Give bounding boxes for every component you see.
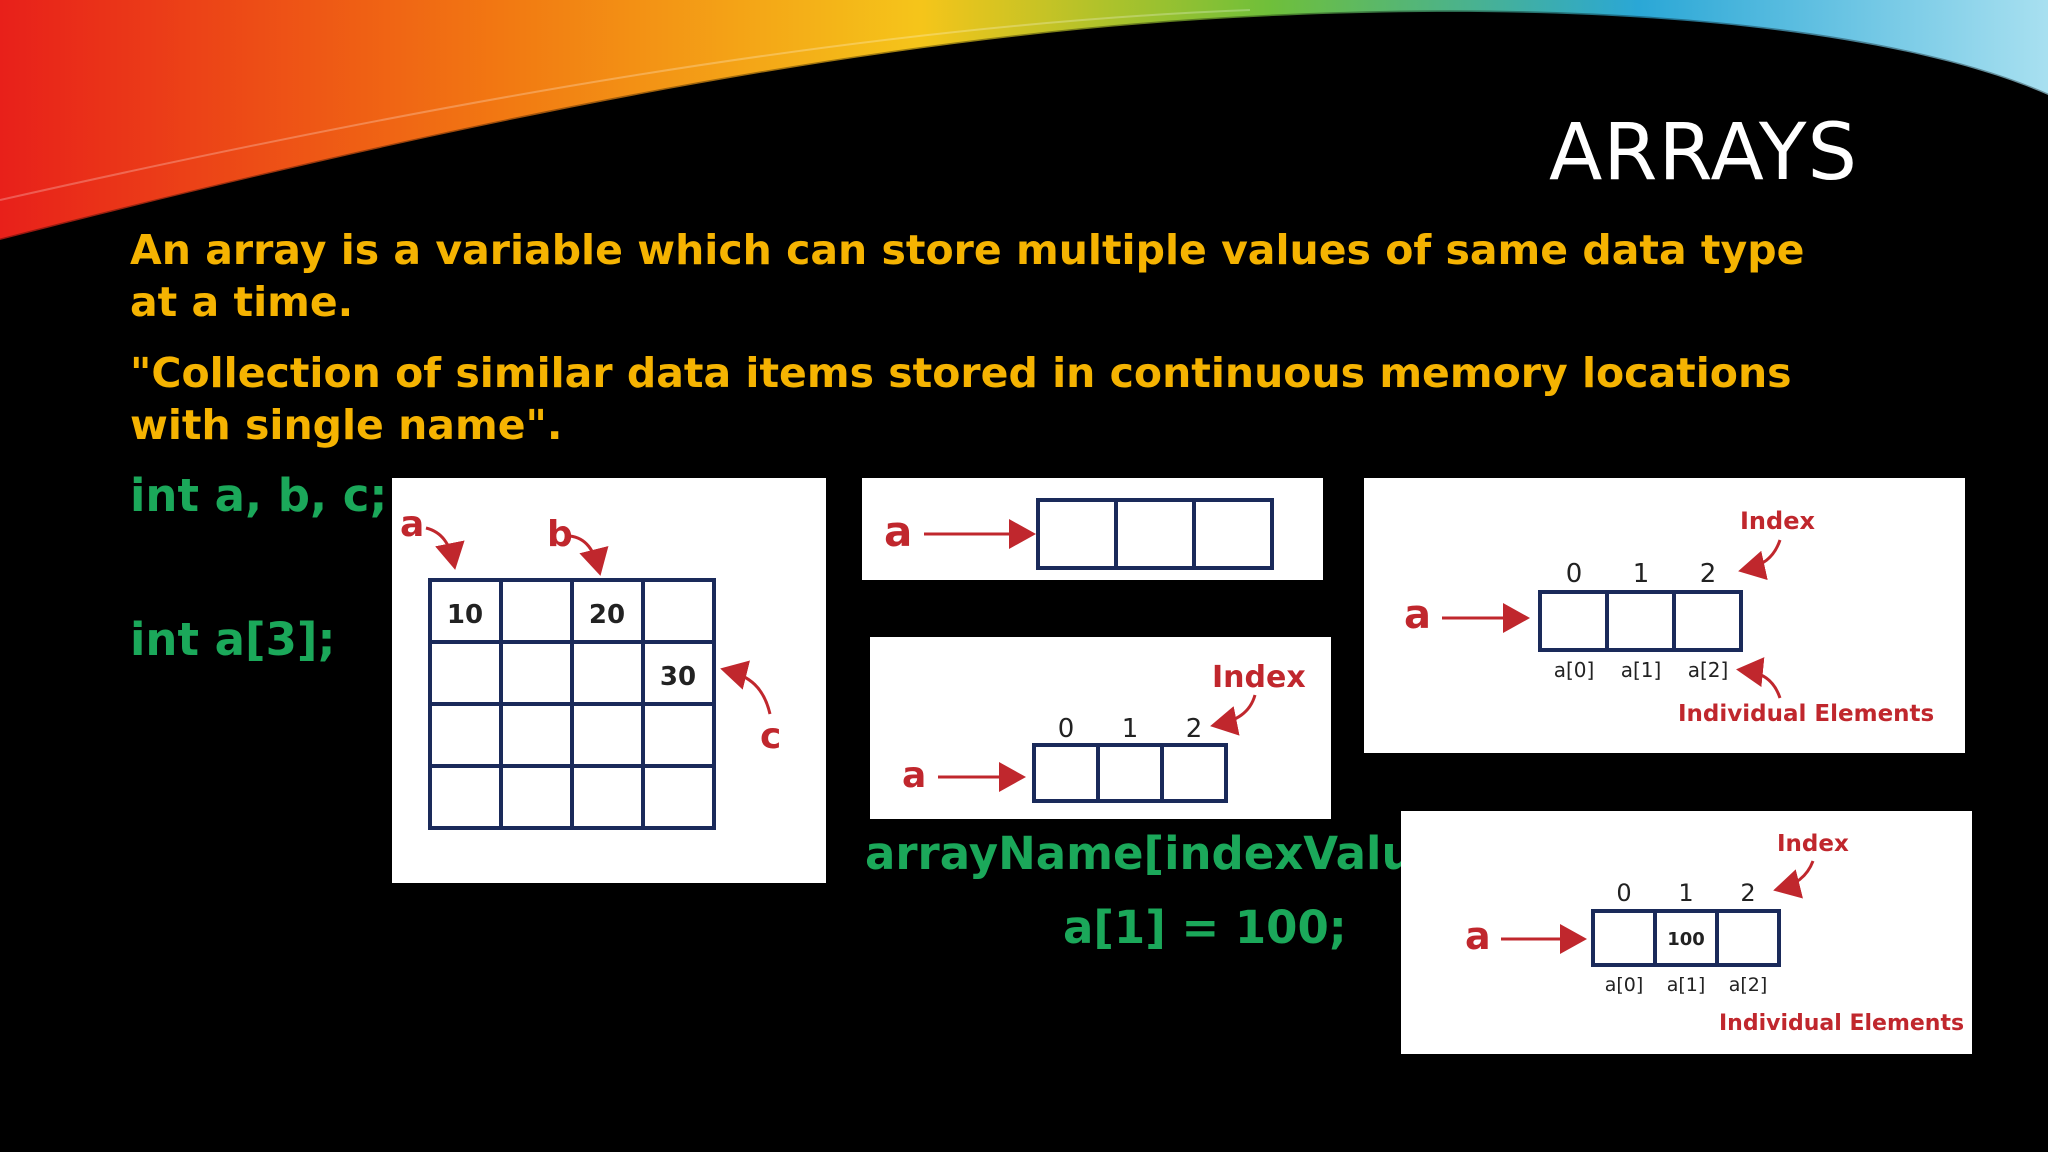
arrow-icon <box>1773 860 1815 899</box>
element-1: a[1] <box>1621 658 1662 682</box>
var-label: a <box>884 507 912 556</box>
definition-text: An array is a variable which can store m… <box>130 226 1805 326</box>
rainbow-swoosh-decoration <box>0 0 2048 242</box>
label-a: a <box>400 504 424 545</box>
element-0: a[0] <box>1554 658 1595 682</box>
cell-b-value: 20 <box>589 600 625 630</box>
index-1: 1 <box>1633 559 1650 589</box>
quote-text: "Collection of similar data items stored… <box>130 349 1792 449</box>
index-0: 0 <box>1616 879 1631 907</box>
value-array-diagram: Index 0 1 2 a 100 a[0] a[1] a[2] Individ… <box>1465 831 1964 1036</box>
assignment-text: a[1] = 100; <box>1063 901 1347 954</box>
element-1: a[1] <box>1667 974 1706 996</box>
value-1: 100 <box>1667 929 1705 950</box>
index-label: Index <box>1777 831 1849 857</box>
index-label: Index <box>1212 660 1306 695</box>
arrow-icon <box>569 534 609 576</box>
index-label: Index <box>1740 507 1815 535</box>
index-array-diagram: Index 0 1 2 a <box>902 660 1306 803</box>
label-b: b <box>547 514 573 555</box>
index-array-panel: Index 0 1 2 a <box>870 637 1331 819</box>
slide-title: ARRAYS <box>1548 108 1858 198</box>
arrow-icon <box>1736 657 1782 699</box>
elements-label: Individual Elements <box>1719 1011 1964 1036</box>
var-label: a <box>1404 592 1431 638</box>
arrow-icon <box>1210 694 1257 736</box>
grid-diagram-panel: 10 20 30 a b c <box>392 478 826 883</box>
index-2: 2 <box>1186 714 1203 744</box>
code-array: int a[3]; <box>130 613 336 666</box>
element-2: a[2] <box>1729 974 1768 996</box>
cell-c-value: 30 <box>660 662 696 692</box>
var-label: a <box>1465 914 1491 958</box>
index-0: 0 <box>1058 714 1075 744</box>
elements-array-diagram: Index 0 1 2 a a[0] a[1] a[2] Individual … <box>1404 507 1934 727</box>
value-array-panel: Index 0 1 2 a 100 a[0] a[1] a[2] Individ… <box>1401 811 1972 1054</box>
index-2: 2 <box>1740 879 1755 907</box>
elements-array-panel: Index 0 1 2 a a[0] a[1] a[2] Individual … <box>1364 478 1965 753</box>
index-0: 0 <box>1566 559 1583 589</box>
element-0: a[0] <box>1605 974 1644 996</box>
arrow-icon <box>1738 539 1782 581</box>
index-1: 1 <box>1678 879 1693 907</box>
cell-a-value: 10 <box>447 600 483 630</box>
label-c: c <box>760 716 781 757</box>
syntax-text: arrayName[indexValue] <box>865 827 1465 880</box>
var-label: a <box>902 755 926 796</box>
grid-diagram: 10 20 30 a b c <box>400 504 781 830</box>
element-2: a[2] <box>1688 658 1729 682</box>
simple-array-diagram: a <box>884 498 1274 570</box>
arrow-icon <box>720 660 772 715</box>
arrow-icon <box>425 526 465 570</box>
index-1: 1 <box>1122 714 1139 744</box>
elements-label: Individual Elements <box>1678 701 1934 727</box>
simple-array-panel: a <box>862 478 1323 580</box>
code-vars: int a, b, c; <box>130 469 388 522</box>
index-2: 2 <box>1700 559 1717 589</box>
